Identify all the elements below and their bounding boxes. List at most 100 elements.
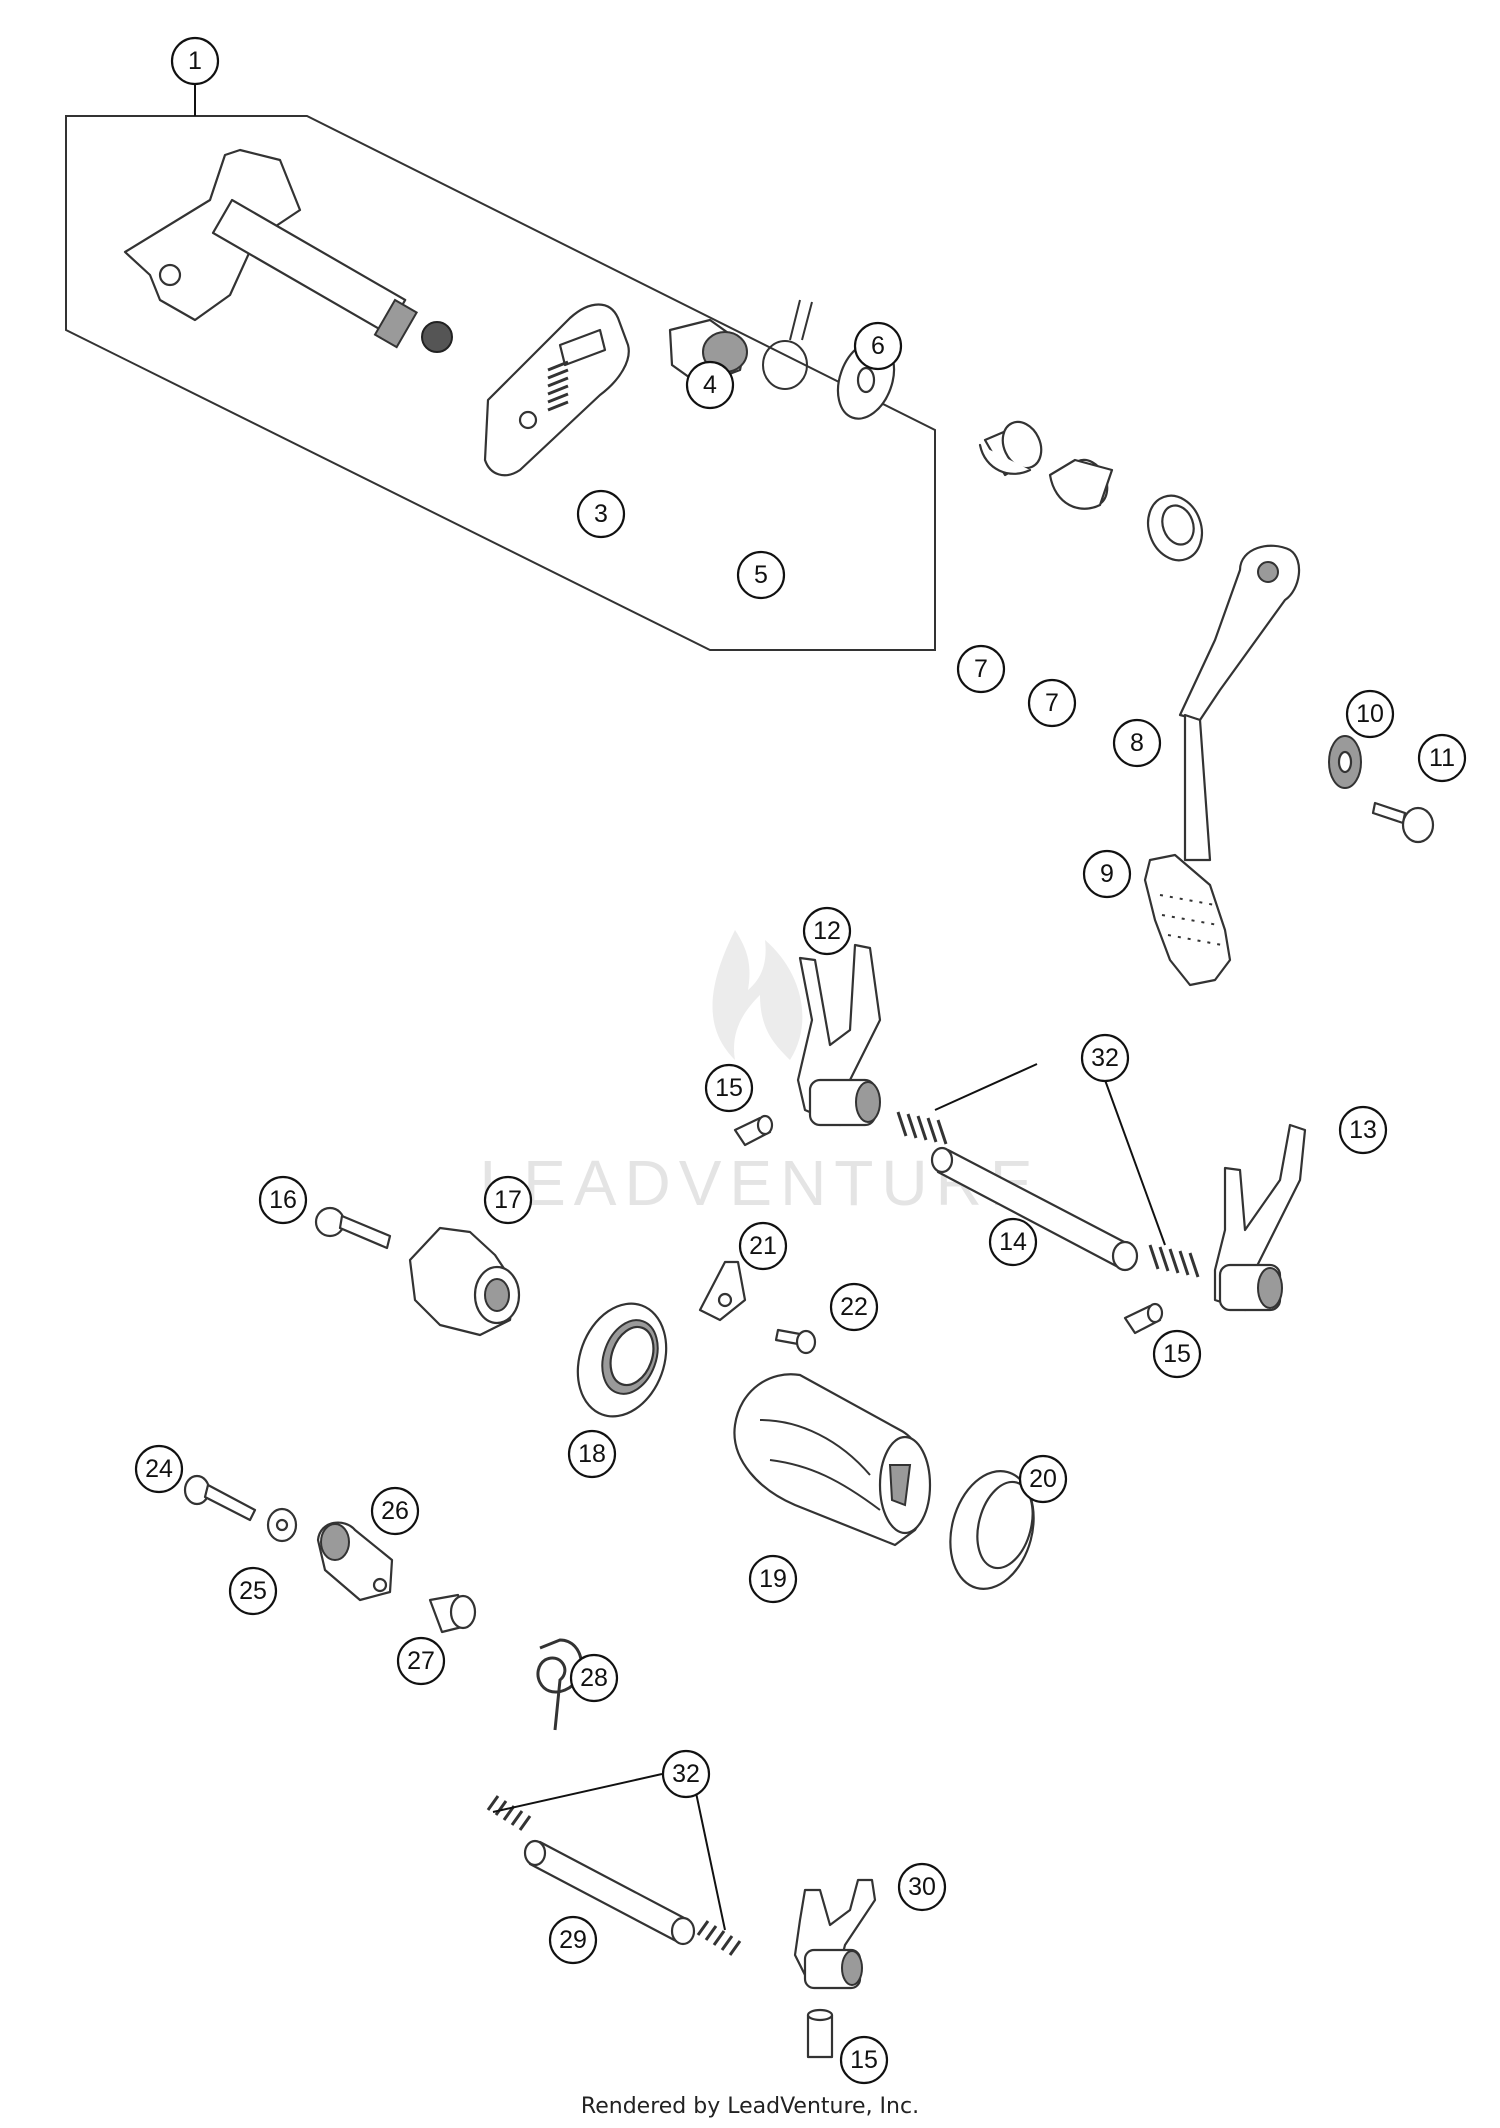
washer-25 (266, 1507, 298, 1543)
pin-15a (733, 1114, 774, 1147)
callout-9: 9 (1082, 849, 1132, 899)
svg-text:6: 6 (871, 332, 885, 360)
callout-7a: 7 (956, 644, 1006, 694)
svg-text:24: 24 (145, 1455, 173, 1483)
fork-rod-29 (523, 1839, 696, 1946)
callout-17: 17 (483, 1175, 533, 1225)
bolt-24 (183, 1474, 257, 1522)
svg-text:27: 27 (407, 1647, 435, 1675)
callout-18: 18 (567, 1429, 617, 1479)
callout-27: 27 (396, 1636, 446, 1686)
svg-text:25: 25 (239, 1577, 267, 1605)
screw-22 (774, 1328, 817, 1355)
svg-text:15: 15 (850, 2046, 878, 2074)
svg-text:32: 32 (672, 1760, 700, 1788)
svg-text:1: 1 (188, 47, 202, 75)
svg-text:3: 3 (594, 500, 608, 528)
callout-15b: 15 (1152, 1329, 1202, 1379)
svg-text:29: 29 (559, 1926, 587, 1954)
callout-25: 25 (228, 1566, 278, 1616)
roller-27 (428, 1593, 477, 1634)
svg-text:18: 18 (578, 1440, 606, 1468)
svg-text:20: 20 (1029, 1465, 1057, 1493)
svg-text:15: 15 (1163, 1340, 1191, 1368)
callout-20: 20 (1018, 1454, 1068, 1504)
svg-text:10: 10 (1356, 700, 1384, 728)
callout-19: 19 (748, 1554, 798, 1604)
callout-10: 10 (1345, 689, 1395, 739)
svg-text:4: 4 (703, 371, 717, 399)
svg-text:14: 14 (999, 1228, 1027, 1256)
svg-text:19: 19 (759, 1565, 787, 1593)
svg-text:32: 32 (1091, 1044, 1119, 1072)
callout-29: 29 (548, 1915, 598, 1965)
callout-28: 28 (569, 1653, 619, 1703)
callout-13: 13 (1338, 1105, 1388, 1155)
bearing-ring-20 (949, 1470, 1035, 1590)
callout-15a: 15 (704, 1063, 754, 1113)
svg-text:7: 7 (974, 655, 988, 683)
bushing-7a (978, 420, 1043, 477)
callout-1: 1 (170, 36, 220, 86)
callout-16: 16 (258, 1175, 308, 1225)
callout-30: 30 (897, 1862, 947, 1912)
pin-15c (806, 2008, 834, 2059)
callout-14: 14 (988, 1217, 1038, 1267)
bolt-11 (1371, 801, 1435, 844)
callout-15c: 15 (839, 2035, 889, 2085)
shift-shaft (123, 148, 453, 353)
svg-text:13: 13 (1349, 1116, 1377, 1144)
callout-12: 12 (802, 906, 852, 956)
render-credit-footer: Rendered by LeadVenture, Inc. (580, 2094, 920, 2119)
svg-text:11: 11 (1429, 744, 1455, 772)
svg-text:16: 16 (269, 1186, 297, 1214)
callout-22: 22 (829, 1282, 879, 1332)
locking-lever-26 (316, 1521, 394, 1602)
locking-plate-21 (698, 1260, 747, 1322)
svg-text:21: 21 (749, 1232, 777, 1260)
callout-32a: 32 (1080, 1033, 1130, 1083)
svg-text:17: 17 (494, 1186, 522, 1214)
callout-24: 24 (134, 1444, 184, 1494)
ring-5 (762, 299, 813, 390)
fork-rod-14 (930, 1146, 1139, 1272)
svg-text:9: 9 (1100, 860, 1114, 888)
callout-11: 11 (1417, 733, 1467, 783)
svg-text:7: 7 (1045, 689, 1059, 717)
bushing-7b (1048, 458, 1114, 510)
seal-8 (1146, 494, 1204, 562)
spring-32a (896, 1111, 948, 1145)
svg-text:30: 30 (908, 1873, 936, 1901)
callout-8: 8 (1112, 718, 1162, 768)
shift-fork-12 (796, 943, 882, 1127)
shift-drum-19 (733, 1373, 932, 1547)
flame-logo-mark (712, 930, 803, 1060)
leader-lines (194, 84, 1166, 1931)
callout-4: 4 (685, 360, 735, 410)
bolt-16 (314, 1206, 392, 1250)
spring-32d (696, 1920, 742, 1956)
callout-26: 26 (370, 1486, 420, 1536)
callout-3: 3 (576, 489, 626, 539)
shift-fork-30 (793, 1878, 877, 1990)
svg-text:8: 8 (1130, 729, 1144, 757)
torsion-spring-28 (536, 1638, 583, 1731)
pin-15b (1123, 1302, 1164, 1335)
callout-21: 21 (738, 1221, 788, 1271)
callout-32b: 32 (661, 1749, 711, 1799)
svg-text:12: 12 (813, 917, 841, 945)
svg-text:5: 5 (754, 561, 768, 589)
spring-32b (1148, 1244, 1200, 1278)
svg-text:28: 28 (580, 1664, 608, 1692)
shift-lever-9 (1143, 544, 1301, 987)
svg-text:22: 22 (840, 1293, 868, 1321)
shift-fork-13 (1213, 1123, 1307, 1312)
callout-6: 6 (853, 321, 903, 371)
bearing-18 (576, 1302, 668, 1418)
washer-10 (1328, 735, 1362, 789)
spring-3 (547, 360, 569, 412)
spring-32c (486, 1795, 532, 1831)
svg-text:15: 15 (715, 1074, 743, 1102)
shift-drum-cam-17 (408, 1226, 521, 1337)
